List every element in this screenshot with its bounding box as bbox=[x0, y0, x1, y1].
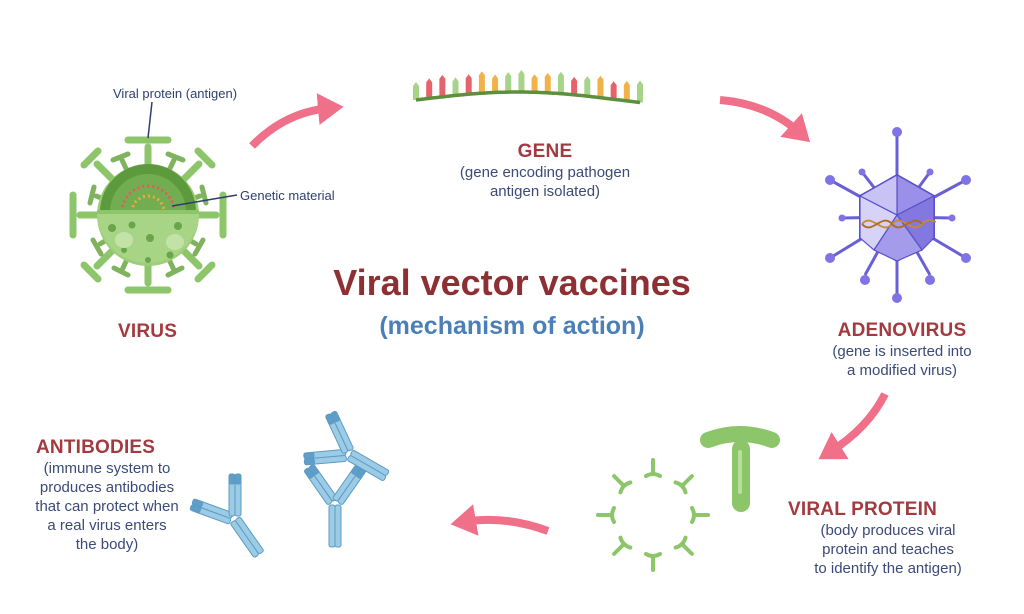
arrow-virus-to-gene bbox=[249, 93, 344, 149]
callout-line-genetic bbox=[171, 194, 238, 207]
stage-title-gene: GENE bbox=[517, 141, 573, 162]
stage-title-adenovirus: ADENOVIRUS bbox=[837, 320, 967, 341]
small-protein bbox=[644, 458, 662, 478]
gene-base bbox=[452, 77, 459, 96]
gene-base bbox=[571, 76, 578, 95]
small-protein bbox=[690, 506, 710, 524]
stage-desc-antibodies-line-4: a real virus enters bbox=[47, 517, 167, 534]
stage-desc-antibodies-line-5: the body) bbox=[75, 536, 139, 553]
gene-base bbox=[413, 82, 419, 100]
gene-base bbox=[478, 71, 485, 94]
stage-adenovirus: ADENOVIRUS (gene is inserted into a modi… bbox=[812, 320, 992, 380]
stage-desc-antibodies-line-3: that can protect when bbox=[35, 498, 179, 515]
antibody bbox=[189, 473, 264, 558]
gene-base bbox=[544, 72, 551, 93]
gene-base bbox=[465, 74, 472, 95]
callout-genetic-material: Genetic material bbox=[240, 188, 335, 203]
antibody bbox=[303, 410, 390, 481]
small-protein bbox=[673, 474, 694, 495]
stage-title-antibodies: ANTIBODIES bbox=[36, 437, 156, 458]
callout-line-protein bbox=[147, 101, 153, 139]
stage-desc-protein-line-1: (body produces viral bbox=[820, 522, 956, 539]
arrow-protein-to-antibodies bbox=[450, 504, 550, 536]
main-title: Viral vector vaccines bbox=[333, 262, 691, 303]
stage-title-virus: VIRUS bbox=[118, 321, 178, 342]
stage-desc-gene-line-2: antigen isolated) bbox=[489, 183, 601, 200]
gene-base bbox=[518, 70, 525, 93]
gene-base bbox=[623, 80, 630, 101]
small-protein bbox=[596, 506, 616, 524]
stage-viral-protein: VIRAL PROTEIN (body produces viral prote… bbox=[788, 499, 988, 578]
gene-base bbox=[557, 71, 564, 94]
stage-gene: GENE (gene encoding pathogen antigen iso… bbox=[430, 141, 660, 201]
gene-base bbox=[439, 74, 446, 97]
gene-base bbox=[426, 78, 433, 99]
gene-backbone bbox=[415, 90, 641, 105]
adenovirus-icon bbox=[825, 127, 971, 303]
gene-base bbox=[505, 72, 512, 93]
antibody-icon bbox=[189, 410, 390, 558]
gene-base bbox=[584, 76, 591, 97]
stage-antibodies: ANTIBODIES (immune system to produces an… bbox=[22, 437, 192, 554]
gene-strand-icon bbox=[413, 70, 643, 105]
small-protein bbox=[612, 535, 633, 556]
gene-base bbox=[492, 74, 499, 93]
antibody bbox=[303, 464, 367, 548]
small-protein bbox=[644, 552, 662, 572]
virus-icon bbox=[69, 136, 227, 294]
gene-base bbox=[597, 75, 604, 98]
arrow-adenovirus-to-protein bbox=[818, 392, 889, 460]
gene-base bbox=[610, 81, 617, 100]
stage-desc-adenovirus-line-2: a modified virus) bbox=[846, 362, 958, 379]
stage-desc-protein-line-2: protein and teaches bbox=[822, 541, 954, 558]
stage-desc-protein-line-3: to identify the antigen) bbox=[814, 560, 962, 577]
gene-base bbox=[531, 74, 538, 93]
stage-desc-adenovirus-line-1: (gene is inserted into bbox=[832, 343, 972, 360]
viral-protein-icon bbox=[596, 426, 780, 572]
stage-title-viral-protein: VIRAL PROTEIN bbox=[788, 499, 937, 520]
callout-viral-protein: Viral protein (antigen) bbox=[113, 86, 238, 101]
small-protein bbox=[612, 474, 633, 495]
arrow-gene-to-adenovirus bbox=[719, 96, 811, 143]
stage-desc-gene-line-1: (gene encoding pathogen bbox=[459, 164, 631, 181]
small-protein bbox=[673, 535, 694, 556]
stage-desc-antibodies-line-2: produces antibodies bbox=[39, 479, 175, 496]
stage-desc-antibodies-line-1: (immune system to bbox=[43, 460, 171, 477]
subtitle: (mechanism of action) bbox=[379, 312, 645, 340]
gene-base bbox=[637, 80, 643, 103]
